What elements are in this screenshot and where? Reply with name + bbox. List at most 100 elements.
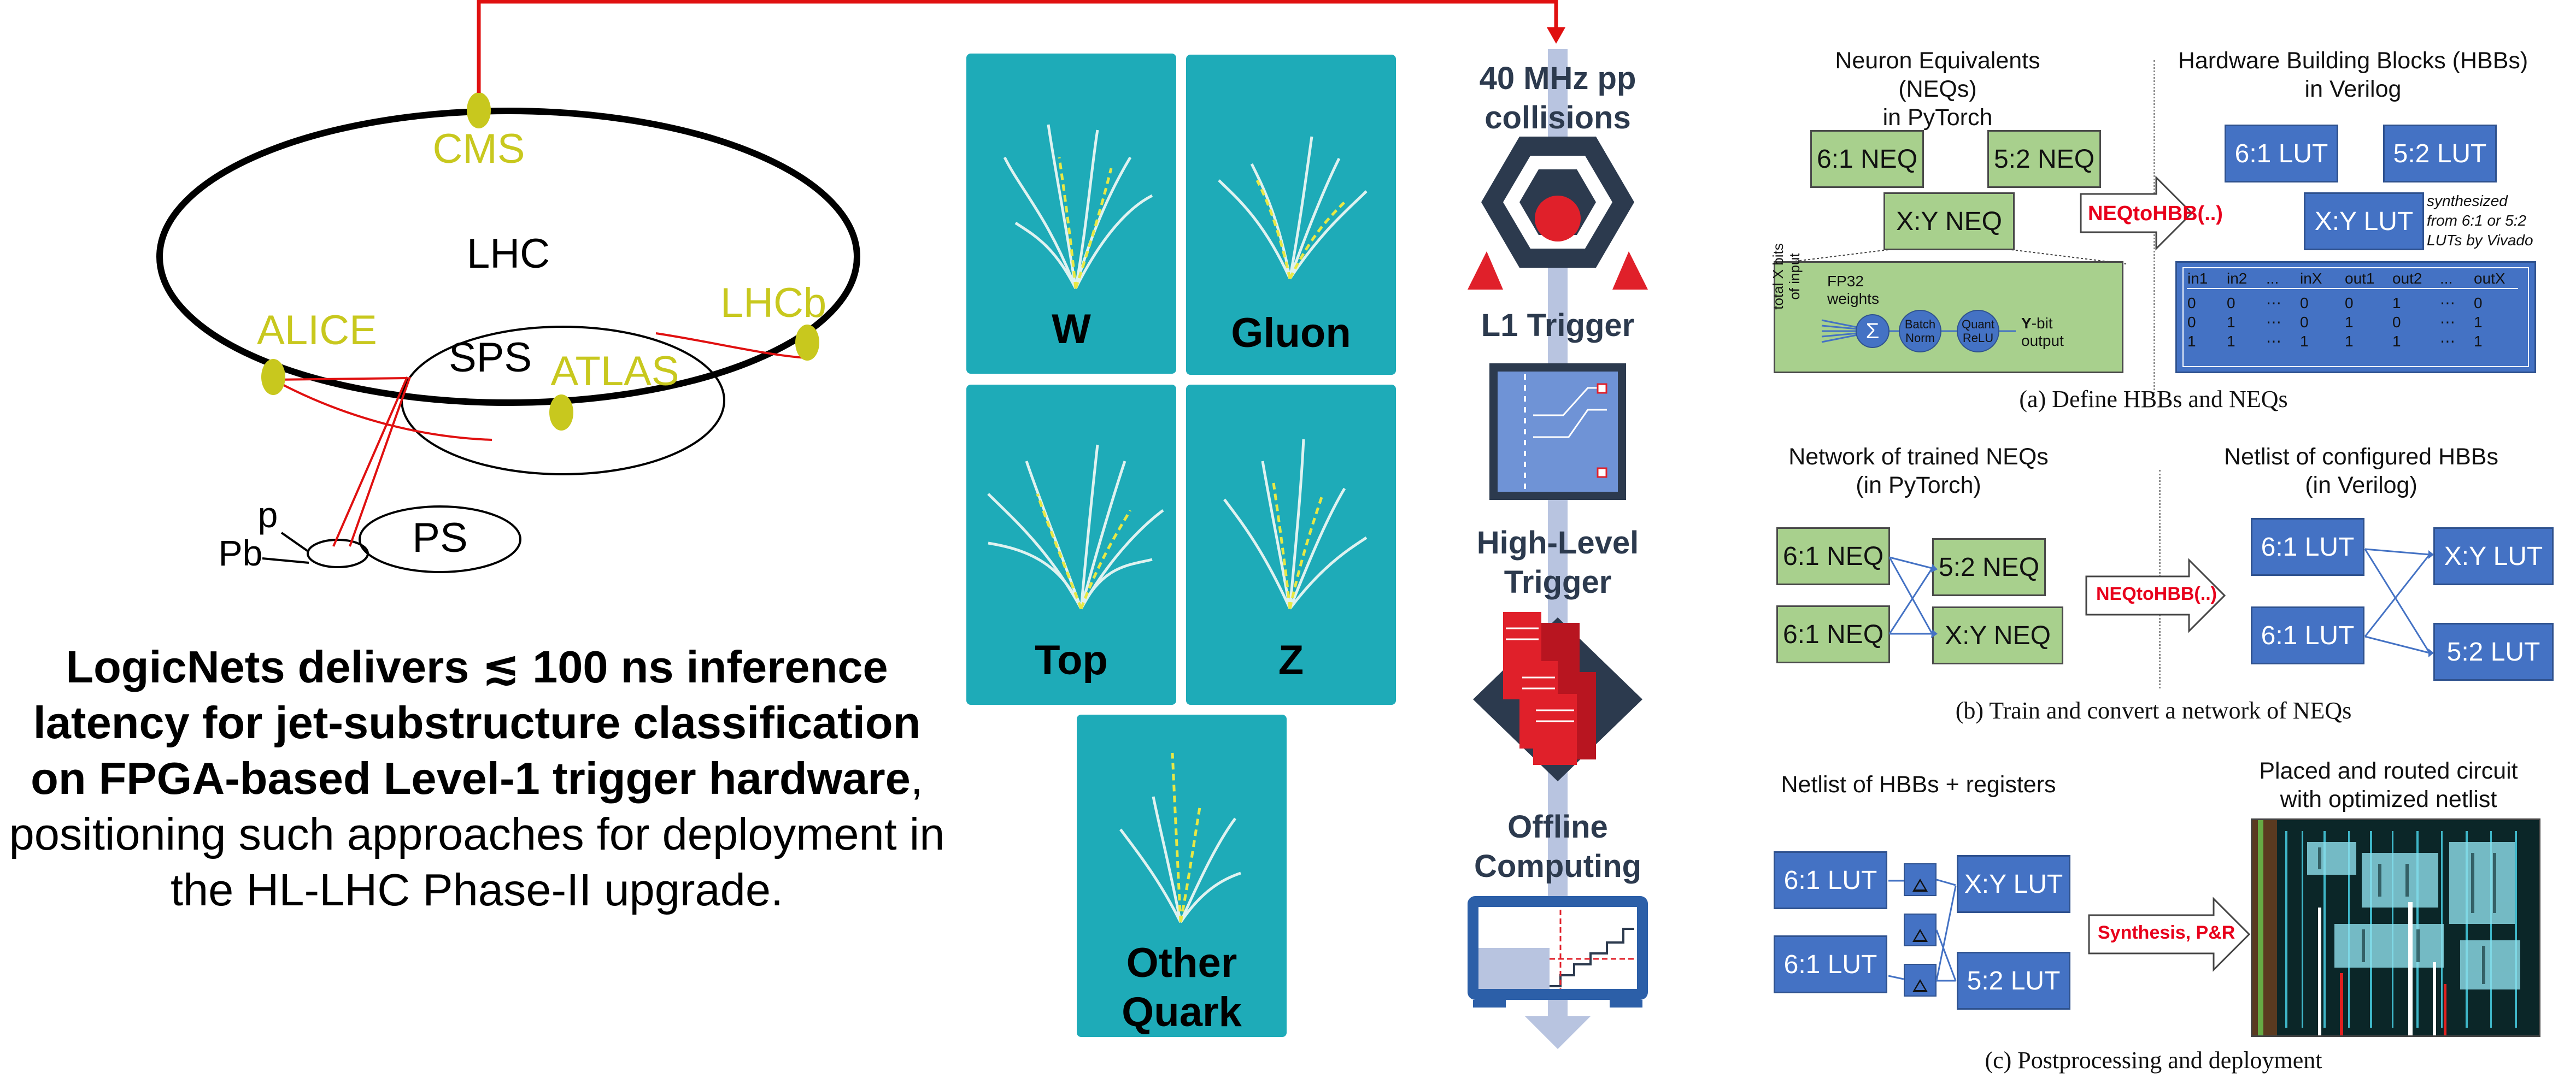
ps-ring	[359, 505, 521, 573]
transfer-line-sps-lhc-left	[273, 379, 492, 441]
lhcb-label: LHCb	[720, 280, 826, 326]
tt-header: outX	[2474, 270, 2505, 287]
beamline-p	[280, 532, 310, 553]
l1-trigger-chip-icon	[1489, 363, 1626, 500]
lhc-ring	[156, 108, 860, 406]
tt-header: out1	[2345, 270, 2375, 287]
jet-label-z: Z	[1278, 637, 1304, 684]
ps-label: PS	[412, 515, 467, 561]
converter-label-a: NEQtoHBB(..)	[2088, 202, 2223, 225]
tt-header: in1	[2187, 270, 2208, 287]
jet-tracks-icon	[987, 444, 1164, 610]
data-flow-arrowhead	[1525, 1016, 1591, 1049]
caption-b: (b) Train and convert a network of NEQs	[1955, 697, 2352, 724]
booster-ring	[307, 539, 369, 568]
lut-b-x-y: X:Y LUT	[2433, 527, 2554, 585]
converter-arrow-a	[2080, 175, 2193, 251]
converter-label-c: Synthesis, P&R	[2098, 922, 2235, 943]
neq-x-y: X:Y NEQ	[1883, 192, 2015, 250]
lhcb-point	[795, 325, 819, 361]
lut-c-6-1-bottom: 6:1 LUT	[1774, 935, 1887, 993]
tt-header: ...	[2440, 270, 2453, 287]
neq-detail-box: total X bits of input FP32 weights Σ Bat…	[1770, 243, 2123, 373]
panel-c-right-title: Placed and routed circuit with optimized…	[2259, 758, 2518, 812]
alice-label: ALICE	[257, 307, 377, 354]
tt-header: ...	[2266, 270, 2279, 287]
jet-tracks-icon	[1119, 752, 1241, 923]
converter-label-b: NEQtoHBB(..)	[2096, 584, 2217, 604]
neq-b-5-2: 5:2 NEQ	[1932, 538, 2046, 596]
jet-tile-w: W	[966, 54, 1176, 374]
lut-b-5-2: 5:2 LUT	[2433, 623, 2554, 681]
register-clock-icon	[1912, 979, 1928, 992]
lut-b-6-1-top: 6:1 LUT	[2251, 518, 2364, 576]
summary-text: LogicNets delivers ≲ 100 ns inference la…	[0, 639, 954, 918]
lut-b-connections	[2364, 548, 2434, 657]
tt-header: in2	[2227, 270, 2248, 287]
beam-p-label: p	[258, 494, 278, 535]
jet-tracks-icon	[1218, 136, 1368, 280]
neq-b-x-y: X:Y NEQ	[1932, 606, 2063, 664]
batchnorm-label-1: Batch	[1905, 317, 1935, 331]
tt-header: inX	[2300, 270, 2322, 287]
neuron-pipeline: Σ Batch Norm Quant ReLU	[1821, 310, 2016, 352]
caption-c: (c) Postprocessing and deployment	[1985, 1047, 2322, 1074]
register-clock-icon	[1912, 929, 1928, 942]
neq-b-connections	[1888, 556, 1938, 638]
lut-c-x-y: X:Y LUT	[1957, 855, 2070, 913]
cms-point	[467, 92, 491, 128]
neq-b-6-1-bottom: 6:1 NEQ	[1776, 605, 1890, 663]
panel-c-left-title: Netlist of HBBs + registers	[1781, 771, 2056, 798]
atlas-label: ATLAS	[550, 348, 679, 394]
stage-l1-trigger: L1 Trigger	[1481, 308, 1635, 343]
panel-b-right-title: Netlist of configured HBBs (in Verilog)	[2224, 444, 2498, 498]
lut-5-2: 5:2 LUT	[2383, 125, 2497, 182]
sps-label: SPS	[449, 334, 532, 381]
hlt-server-icon	[1473, 612, 1642, 781]
caption-a: (a) Define HBBs and NEQs	[2019, 386, 2288, 413]
neq-b-6-1-top: 6:1 NEQ	[1776, 527, 1890, 585]
summary-bold: LogicNets delivers ≲ 100 ns inference la…	[31, 641, 921, 804]
jet-tile-top: Top	[966, 385, 1176, 705]
relu-label-2: ReLU	[1963, 331, 1993, 345]
converter-arrow-c	[2088, 897, 2251, 972]
collision-icon	[1468, 137, 1648, 290]
weights-label: FP32 weights	[1827, 273, 1879, 307]
transfer-line-sps-lhcb	[655, 332, 807, 359]
panel-a-left-title: Neuron Equivalents (NEQs) in PyTorch	[1835, 48, 2040, 131]
jet-label-w: W	[1052, 306, 1091, 352]
beamline-pb	[262, 557, 309, 564]
accelerator-diagram: LHC SPS PS p Pb CMS ALICE LHCb ATLAS	[156, 92, 860, 573]
jet-tile-gluon: Gluon	[1186, 55, 1396, 375]
trigger-chain	[1468, 49, 1648, 1049]
lhc-label: LHC	[467, 231, 550, 277]
panel-a-right-title: Hardware Building Blocks (HBBs) in Veril…	[2178, 48, 2528, 102]
jet-tile-z: Z	[1186, 385, 1396, 705]
lut-x-y: X:Y LUT	[2304, 192, 2424, 250]
alice-point	[261, 359, 285, 395]
atlas-point	[549, 394, 573, 431]
tt-header: out2	[2392, 270, 2422, 287]
transfer-line-sps-alice	[273, 377, 408, 381]
synth-note: synthesized from 6:1 or 5:2 LUTs by Viva…	[2427, 192, 2533, 249]
neq-6-1: 6:1 NEQ	[1810, 130, 1924, 188]
transfer-line-ps-sps	[349, 376, 411, 547]
lut-b-6-1-bottom: 6:1 LUT	[2251, 606, 2364, 664]
jet-label-top: Top	[1035, 637, 1108, 684]
panel-b-left-title: Network of trained NEQs (in PyTorch)	[1788, 444, 2049, 498]
sum-symbol: Σ	[1866, 319, 1880, 343]
jet-label-gluon: Gluon	[1231, 310, 1351, 356]
neq-5-2: 5:2 NEQ	[1987, 130, 2101, 188]
cms-label: CMS	[433, 126, 525, 172]
truth-table-header: in1 in2 ... inX out1 out2 ... outX	[2187, 269, 2518, 288]
batchnorm-label-2: Norm	[1905, 331, 1935, 345]
lut-6-1: 6:1 LUT	[2225, 125, 2338, 182]
